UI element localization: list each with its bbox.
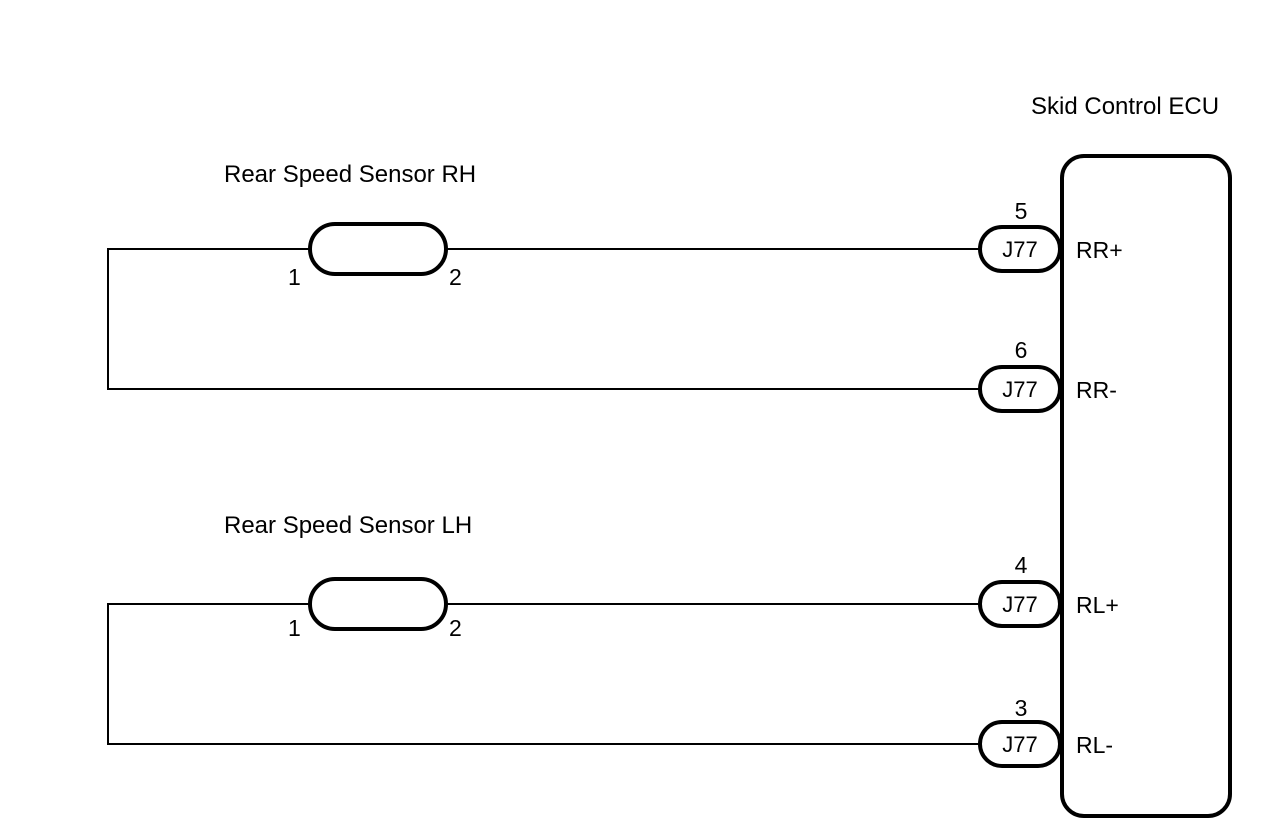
connector-rl-minus (978, 720, 1062, 768)
wire-rh-return (107, 248, 980, 390)
sensor-lh-label: Rear Speed Sensor LH (224, 512, 472, 539)
sensor-lh-body (308, 577, 448, 631)
terminal-rr-plus: RR+ (1076, 237, 1123, 263)
terminal-rr-minus: RR- (1076, 377, 1117, 403)
sensor-lh-pin1: 1 (288, 615, 301, 641)
connector-rl-plus-number: 4 (1015, 552, 1028, 578)
sensor-rh-pin2: 2 (449, 264, 462, 290)
ecu-label: Skid Control ECU (1031, 93, 1219, 120)
connector-rl-plus-code: J77 (1002, 592, 1037, 617)
terminal-rl-minus: RL- (1076, 732, 1113, 758)
connector-rr-minus (978, 365, 1062, 413)
connector-rl-plus (978, 580, 1062, 628)
wire-lh-return (107, 603, 980, 745)
sensor-lh-pin2: 2 (449, 615, 462, 641)
connector-rr-plus-code: J77 (1002, 237, 1037, 262)
connector-rr-plus (978, 225, 1062, 273)
sensor-rh-body (308, 222, 448, 276)
connector-rl-minus-number: 3 (1015, 695, 1028, 721)
terminal-rl-plus: RL+ (1076, 592, 1119, 618)
connector-rl-minus-code: J77 (1002, 732, 1037, 757)
connector-rr-minus-number: 6 (1015, 337, 1028, 363)
connector-rr-minus-code: J77 (1002, 377, 1037, 402)
sensor-rh-pin1: 1 (288, 264, 301, 290)
sensor-rh-label: Rear Speed Sensor RH (224, 161, 476, 188)
ecu-box (1060, 154, 1232, 818)
connector-rr-plus-number: 5 (1015, 198, 1028, 224)
